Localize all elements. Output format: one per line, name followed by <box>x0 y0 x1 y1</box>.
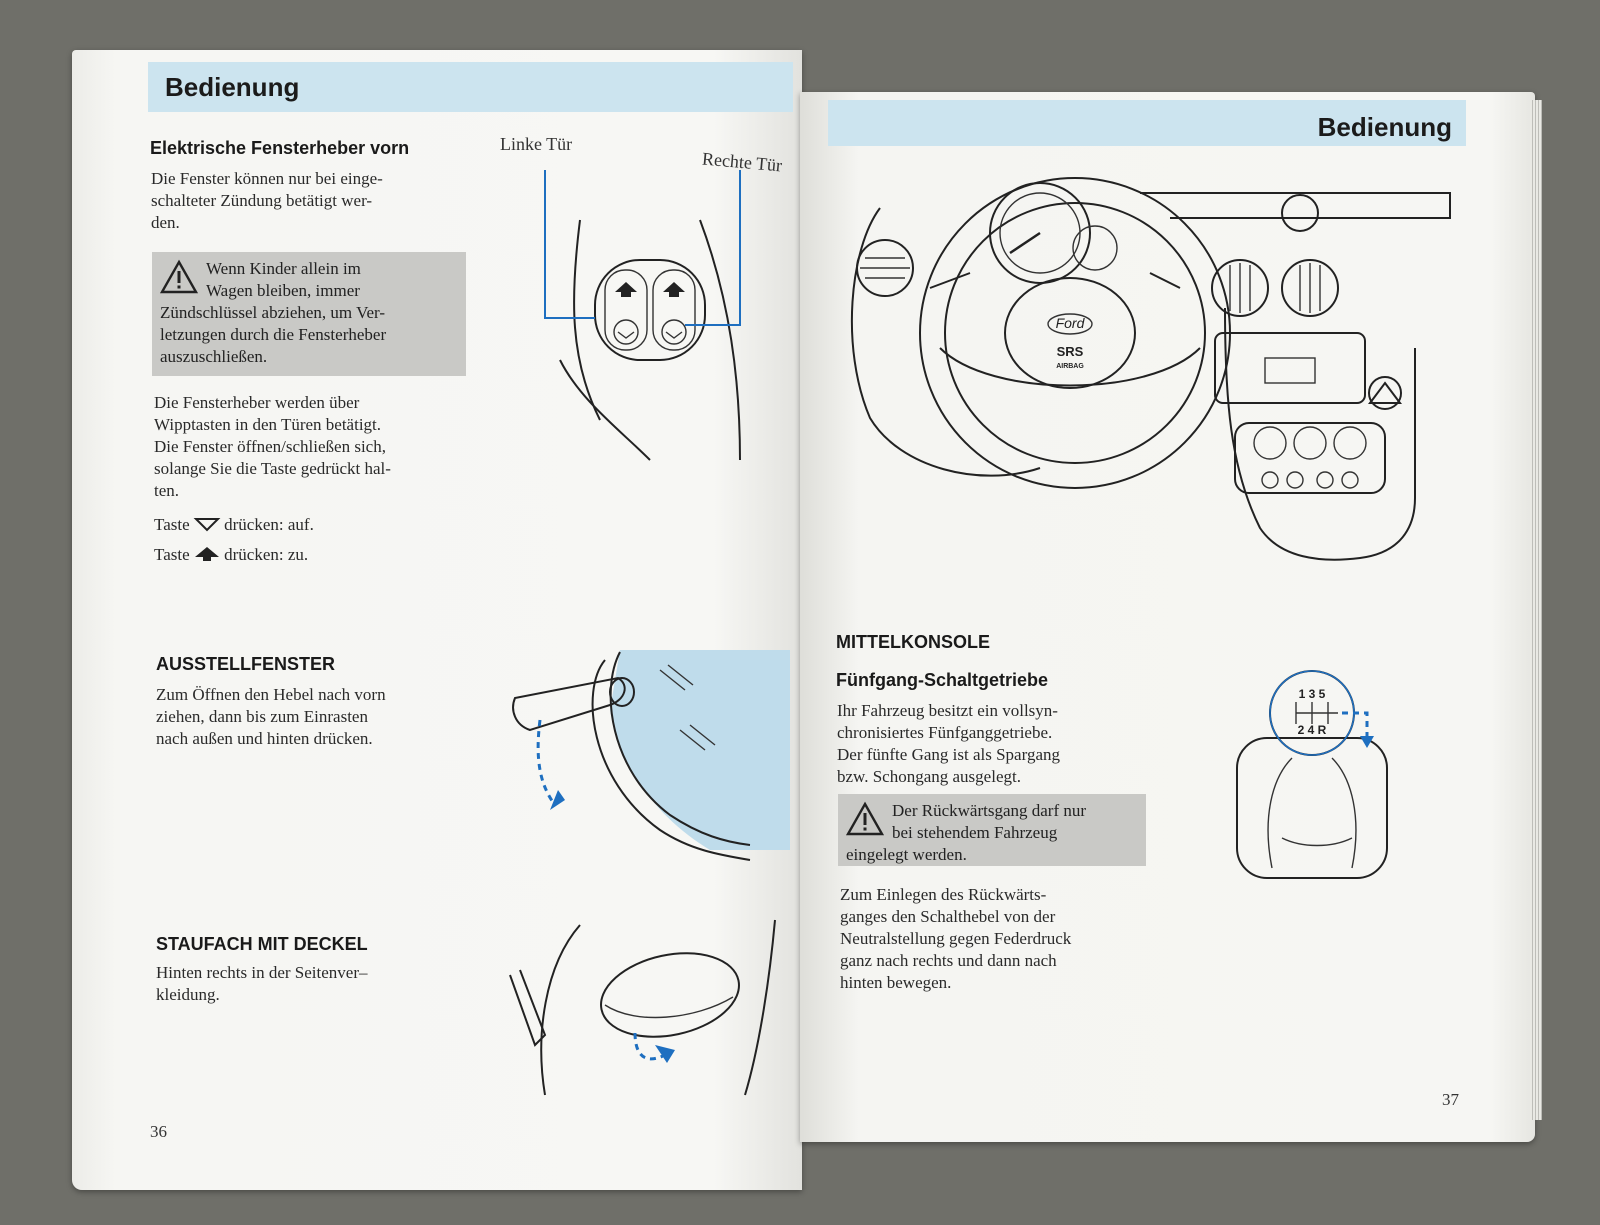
ausstellfenster-body: Zum Öffnen den Hebel nach vorn ziehen, d… <box>156 685 386 748</box>
staufach-heading: STAUFACH MIT DECKEL <box>156 934 368 954</box>
taste-close-line: Taste drücken: zu. <box>154 545 309 564</box>
left-header-band <box>148 62 793 112</box>
mittelkonsole-heading: MITTELKONSOLE <box>836 632 990 652</box>
window-lifter-intro: Die Fenster können nur bei einge- schalt… <box>151 169 383 232</box>
arrow-up-solid-icon <box>194 547 219 561</box>
dashboard-illustration: Ford SRS AIRBAG <box>850 177 1451 561</box>
right-header-band <box>828 100 1466 146</box>
gearbox-body: Ihr Fahrzeug besitzt ein vollsyn- chroni… <box>837 701 1060 786</box>
page-edges <box>1530 100 1542 1120</box>
left-page <box>72 50 802 1190</box>
gear-pattern-top: 1 3 5 <box>1299 687 1326 701</box>
storage-compartment-illustration <box>509 919 776 1096</box>
arrow-down-outline-icon <box>193 518 221 532</box>
gearbox-subheading: Fünfgang-Schaltgetriebe <box>836 670 1049 690</box>
right-band-title: Bedienung <box>1317 112 1452 142</box>
left-band-title: Bedienung <box>165 72 300 102</box>
reverse-gear-instructions: Zum Einlegen des Rückwärts- ganges den S… <box>840 885 1072 992</box>
gear-shift-illustration: 1 3 5 2 4 R <box>1236 670 1388 879</box>
srs-label: SRS <box>1057 344 1084 359</box>
child-warning-box: Wenn Kinder allein im Wagen bleiben, imm… <box>152 252 466 376</box>
warning-triangle-icon <box>845 801 885 836</box>
ausstellfenster-heading: AUSSTELLFENSTER <box>156 654 336 674</box>
vent-window-illustration <box>512 650 790 861</box>
airbag-label: AIRBAG <box>1056 363 1084 370</box>
warning-triangle-icon <box>159 259 199 294</box>
taste-open-line: Taste drücken: auf. <box>154 515 314 534</box>
window-lifter-body: Die Fensterheber werden über Wipptasten … <box>154 393 391 500</box>
label-left-door: Linke Tür <box>500 134 573 154</box>
window-switch-illustration <box>544 170 741 461</box>
right-page <box>800 92 1535 1142</box>
gear-pattern-bottom: 2 4 R <box>1298 723 1327 737</box>
page-number-left: 36 <box>150 1122 167 1141</box>
window-lifter-heading: Elektrische Fensterheber vorn <box>150 138 410 158</box>
page-number-right: 37 <box>1442 1090 1459 1109</box>
staufach-body: Hinten rechts in der Seitenver– kleidung… <box>156 963 368 1004</box>
ford-logo-text: Ford <box>1056 315 1086 331</box>
reverse-gear-warning-box: Der Rückwärtsgang darf nur bei stehendem… <box>838 794 1146 866</box>
